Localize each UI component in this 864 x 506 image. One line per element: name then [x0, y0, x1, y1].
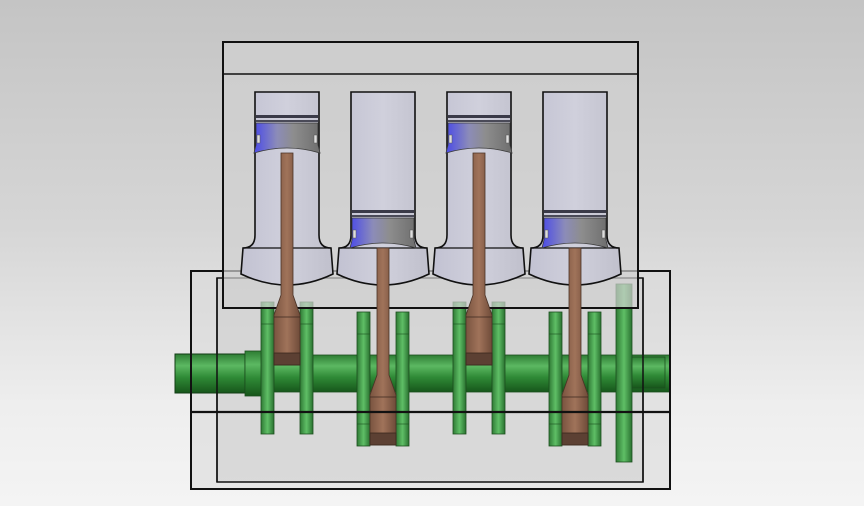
- crankshaft-rear-end[interactable]: [629, 356, 666, 389]
- flywheel[interactable]: [615, 283, 633, 463]
- piston-2[interactable]: [349, 210, 417, 249]
- piston-body[interactable]: [349, 217, 417, 249]
- piston-ring-1: [448, 115, 510, 118]
- piston-pin-left: [352, 229, 357, 239]
- piston-1[interactable]: [253, 115, 321, 154]
- crank-web-2-2[interactable]: [395, 311, 410, 447]
- crankshaft[interactable]: [174, 283, 671, 463]
- piston-ring-1: [352, 210, 414, 213]
- cylinder-block[interactable]: [222, 41, 639, 446]
- crank-web-3-1[interactable]: [452, 301, 467, 435]
- piston-pin-right: [601, 229, 606, 239]
- cylinder-1[interactable]: [240, 91, 334, 366]
- piston-ring-2: [448, 120, 510, 122]
- connecting-rod-1[interactable]: [273, 152, 301, 366]
- crank-web-4-2[interactable]: [587, 311, 602, 447]
- piston-pin-right: [505, 134, 510, 144]
- crank-web-2-1[interactable]: [356, 311, 371, 447]
- connecting-rod-3[interactable]: [465, 152, 493, 366]
- piston-body[interactable]: [445, 122, 513, 154]
- connecting-rod-4[interactable]: [561, 247, 589, 446]
- piston-body[interactable]: [541, 217, 609, 249]
- crank-web-1-1[interactable]: [260, 301, 275, 435]
- crank-web-1-2[interactable]: [299, 301, 314, 435]
- cylinder-3[interactable]: [432, 91, 526, 366]
- crank-web-3-2[interactable]: [491, 301, 506, 435]
- piston-pin-right: [409, 229, 414, 239]
- crankcase-front-lines: [190, 271, 671, 489]
- piston-ring-2: [256, 120, 318, 122]
- piston-pin-left: [448, 134, 453, 144]
- piston-body[interactable]: [253, 122, 321, 154]
- piston-ring-2: [352, 215, 414, 217]
- piston-pin-left: [256, 134, 261, 144]
- rod-cap: [273, 352, 301, 366]
- crank-web-4-1[interactable]: [548, 311, 563, 447]
- rod-cap: [561, 432, 589, 446]
- rod-cap: [465, 352, 493, 366]
- cylinder-4[interactable]: [528, 91, 622, 446]
- crankshaft-front-end[interactable]: [174, 353, 246, 394]
- piston-ring-1: [544, 210, 606, 213]
- piston-4[interactable]: [541, 210, 609, 249]
- piston-ring-1: [256, 115, 318, 118]
- piston-ring-2: [544, 215, 606, 217]
- piston-3[interactable]: [445, 115, 513, 154]
- piston-pin-left: [544, 229, 549, 239]
- piston-pin-right: [313, 134, 318, 144]
- cylinder-2[interactable]: [336, 91, 430, 446]
- rod-cap: [369, 432, 397, 446]
- connecting-rod-2[interactable]: [369, 247, 397, 446]
